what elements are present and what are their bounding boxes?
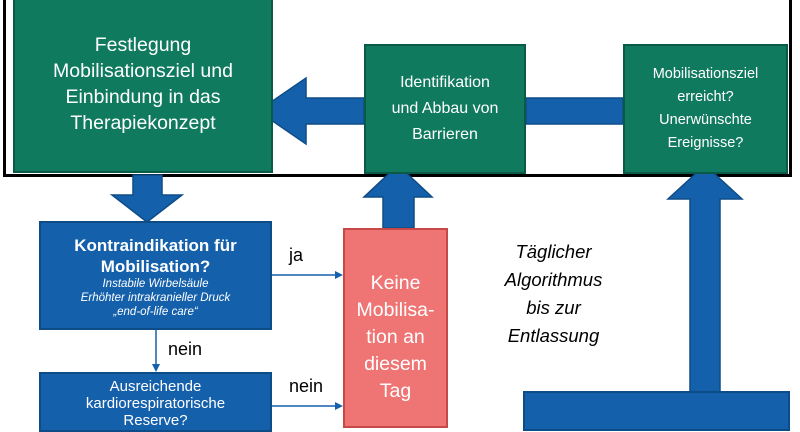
arrow-nein-down-head	[152, 364, 160, 372]
center-text-line: bis zur	[526, 297, 581, 318]
keine-mobilisation-box: Keine Mobilisa- tion an diesem Tag	[343, 228, 448, 428]
festlegung-line: Therapiekonzept	[70, 111, 216, 134]
barrieren-line: Barrieren	[412, 126, 478, 143]
festlegung-line: Einbindung in das	[65, 85, 221, 108]
kardio-line: kardiorespiratorische	[85, 395, 226, 412]
kontra-title-line: Kontraindikation für	[74, 235, 237, 255]
festlegung-line: Festlegung	[94, 33, 192, 56]
kontra-item: Instabile Wirbelsäule	[102, 277, 209, 290]
bottom-right-box	[523, 391, 790, 431]
keine-line: Mobilisa-	[356, 299, 435, 321]
ziel-line: Unerwünschte	[659, 112, 752, 128]
connector-arrows	[109, 76, 744, 410]
arrow-bottom-to-ziel	[666, 163, 744, 393]
center-text-line: Täglicher	[515, 241, 592, 262]
bar-ziel-to-barrieren	[525, 97, 624, 125]
ziel-line: Mobilisationsziel	[652, 66, 759, 82]
label-nein-down: nein	[168, 339, 203, 359]
festlegung-line: Mobilisationsziel und	[53, 59, 233, 82]
keine-line: Tag	[379, 380, 412, 402]
kontra-title-line: Mobilisation?	[100, 256, 211, 276]
keine-line: tion an	[366, 326, 425, 348]
center-text-line: Algorithmus	[504, 269, 603, 290]
barrieren-line: Identifikation	[400, 74, 490, 91]
barrieren-box: Identifikation und Abbau von Barrieren	[364, 44, 526, 174]
arrow-barrieren-to-festlegung	[256, 76, 365, 146]
label-ja: ja	[289, 245, 304, 265]
kontra-item: Erhöhter intrakranieller Druck	[80, 291, 231, 304]
keine-line: diesem	[364, 353, 427, 375]
kontra-item: „end-of-life care“	[113, 305, 198, 318]
arrow-nein-right-head	[335, 402, 343, 410]
mobilisationsziel-box: Mobilisationsziel erreicht? Unerwünschte…	[623, 44, 788, 174]
barrieren-line: und Abbau von	[391, 100, 499, 117]
arrow-festlegung-to-kontra	[109, 174, 185, 223]
ziel-line: Ereignisse?	[667, 135, 744, 151]
arrow-keine-to-barrieren	[362, 163, 434, 229]
arrow-ja-head	[335, 271, 343, 279]
ziel-line: erreicht?	[677, 89, 734, 105]
center-text-line: Entlassung	[507, 325, 600, 346]
label-nein-right: nein	[289, 376, 324, 396]
daily-algorithm-text: Täglicher Algorithmus bis zur Entlassung	[466, 238, 641, 350]
festlegung-box: Festlegung Mobilisationsziel und Einbind…	[13, 0, 273, 173]
kardio-line: Reserve?	[123, 412, 188, 429]
keine-line: Keine	[370, 272, 421, 294]
kardiorespiratorisch-box: Ausreichende kardiorespiratorische Reser…	[39, 372, 272, 432]
kardio-line: Ausreichende	[109, 378, 202, 395]
kontraindikation-box: Kontraindikation für Mobilisation? Insta…	[39, 221, 272, 330]
